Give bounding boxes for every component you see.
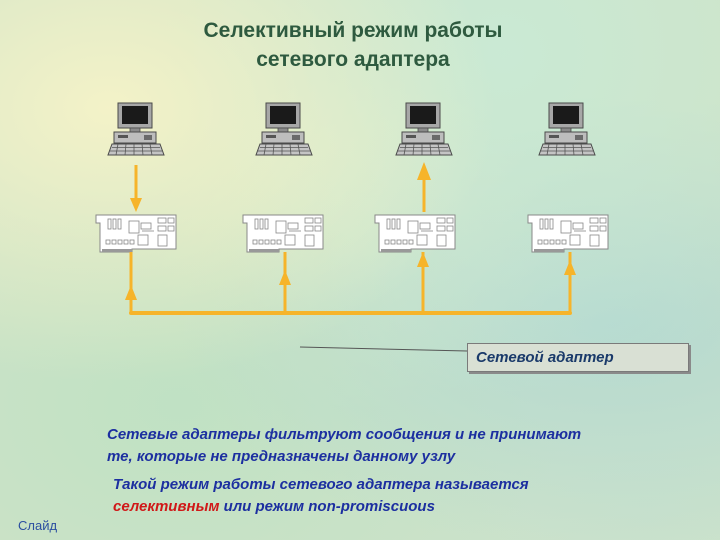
computer-icon-4 bbox=[538, 102, 596, 156]
network-adapter-icon-1 bbox=[95, 214, 177, 253]
mode-description-line-2: селективным или режим non-promiscuous bbox=[113, 496, 703, 518]
network-adapter-icon-4 bbox=[527, 214, 609, 253]
mode-description: Такой режим работы сетевого адаптера наз… bbox=[113, 474, 703, 518]
callout-label: Сетевой адаптер bbox=[476, 349, 614, 366]
filter-description-line-1: Сетевые адаптеры фильтруют сообщения и н… bbox=[107, 426, 582, 443]
arrow-head-up-2 bbox=[279, 270, 291, 285]
title-line-2: сетевого адаптера bbox=[256, 48, 450, 71]
network-adapter-icon-3 bbox=[374, 214, 456, 253]
slide-title: Селективный режим работы сетевого адапте… bbox=[0, 16, 706, 74]
mode-highlight-term: селективным bbox=[113, 498, 220, 515]
arrow-head-up-computer-3 bbox=[417, 162, 431, 180]
mode-description-rest: или режим non-promiscuous bbox=[219, 498, 435, 515]
slide-number-label: Слайд bbox=[18, 518, 58, 533]
network-bus bbox=[129, 252, 572, 315]
network-adapter-callout: Сетевой адаптер bbox=[467, 343, 689, 372]
arrow-head-up-1 bbox=[125, 285, 137, 300]
computer-icon-2 bbox=[255, 102, 313, 156]
computer-icon-1 bbox=[107, 102, 165, 156]
filter-description: Сетевые адаптеры фильтруют сообщения и н… bbox=[107, 424, 697, 468]
title-line-1: Селективный режим работы bbox=[203, 19, 503, 42]
network-adapter-icon-2 bbox=[242, 214, 324, 253]
arrow-head-up-3 bbox=[417, 252, 429, 267]
callout-pointer-line bbox=[299, 346, 468, 352]
filter-description-line-2: те, которые не предназначены данному узл… bbox=[107, 448, 456, 465]
arrow-head-down-1 bbox=[130, 198, 142, 212]
computer-icon-3 bbox=[395, 102, 453, 156]
arrow-head-up-4 bbox=[564, 260, 576, 275]
mode-description-line-1: Такой режим работы сетевого адаптера наз… bbox=[113, 476, 529, 493]
